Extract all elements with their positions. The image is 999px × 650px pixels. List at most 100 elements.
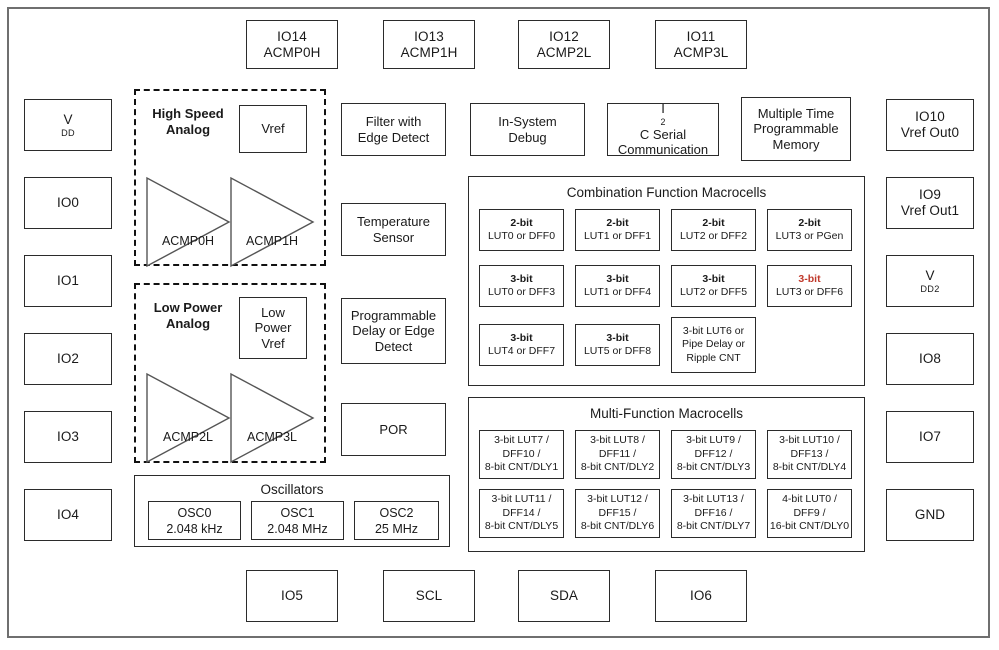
multi-macrocell-lut11-line3: 8-bit CNT/DLY5: [484, 520, 559, 533]
macrocell-3bit-lut3-dff6[interactable]: 3-bit LUT3 or DFF6: [767, 265, 852, 307]
block-in-system-debug-line1: In-System: [498, 114, 557, 130]
low-power-vref-line3: Vref: [261, 335, 285, 351]
pad-io2[interactable]: IO2: [24, 333, 112, 385]
multi-function-macrocells-container: Multi-Function Macrocells 3-bit LUT7 / D…: [468, 397, 865, 552]
pad-vdd-subscript: DD: [61, 127, 75, 138]
block-in-system-debug[interactable]: In-System Debug: [470, 103, 585, 156]
multi-macrocell-lut9-line1: 3-bit LUT9 /: [686, 434, 741, 447]
oscillator-osc0-name: OSC0: [177, 505, 212, 520]
pad-io13[interactable]: IO13 ACMP1H: [383, 20, 475, 69]
pad-io6[interactable]: IO6: [655, 570, 747, 622]
multi-macrocell-lut13-line2: DFF16 /: [694, 506, 733, 519]
comparator-acmp0h-label: ACMP0H: [161, 234, 215, 248]
pad-io9[interactable]: IO9 Vref Out1: [886, 177, 974, 229]
oscillators-container: Oscillators OSC0 2.048 kHz OSC1 2.048 MH…: [134, 475, 450, 547]
oscillator-osc2[interactable]: OSC2 25 MHz: [354, 501, 439, 540]
pad-io14-line2: ACMP0H: [263, 44, 321, 60]
multi-macrocell-lut9-dff12[interactable]: 3-bit LUT9 / DFF12 / 8-bit CNT/DLY3: [671, 430, 756, 479]
macrocell-3bit-lut5-dff8[interactable]: 3-bit LUT5 or DFF8: [575, 324, 660, 366]
block-temperature-sensor[interactable]: Temperature Sensor: [341, 203, 446, 256]
macrocell-3bit-lut4-dff7[interactable]: 3-bit LUT4 or DFF7: [479, 324, 564, 366]
vref-block[interactable]: Vref: [239, 105, 307, 153]
macrocell-2bit-lut2-dff2[interactable]: 2-bit LUT2 or DFF2: [671, 209, 756, 251]
multi-macrocell-lut7-dff10[interactable]: 3-bit LUT7 / DFF10 / 8-bit CNT/DLY1: [479, 430, 564, 479]
block-mtp-memory[interactable]: Multiple Time Programmable Memory: [741, 97, 851, 161]
block-filter-edge-detect-line2: Edge Detect: [357, 129, 430, 145]
block-filter-edge-detect-line1: Filter with: [365, 114, 422, 130]
multi-macrocell-4bit-line2: DFF9 /: [793, 506, 826, 519]
comparator-acmp3l[interactable]: ACMP3L: [229, 372, 315, 468]
pad-io3[interactable]: IO3: [24, 411, 112, 463]
block-i2c-serial-line2: Communication: [617, 142, 709, 158]
macrocell-2bit-lut2-dff2-header: 2-bit: [702, 216, 725, 229]
block-filter-edge-detect[interactable]: Filter with Edge Detect: [341, 103, 446, 156]
block-por[interactable]: POR: [341, 403, 446, 456]
multi-macrocell-lut11-line2: DFF14 /: [502, 506, 541, 519]
pad-io8[interactable]: IO8: [886, 333, 974, 385]
multi-macrocell-lut11-dff14[interactable]: 3-bit LUT11 / DFF14 / 8-bit CNT/DLY5: [479, 489, 564, 538]
macrocell-2bit-lut0-dff0[interactable]: 2-bit LUT0 or DFF0: [479, 209, 564, 251]
pad-io11[interactable]: IO11 ACMP3L: [655, 20, 747, 69]
macrocell-3bit-lut0-dff3[interactable]: 3-bit LUT0 or DFF3: [479, 265, 564, 307]
combination-macrocells-title: Combination Function Macrocells: [566, 185, 767, 200]
macrocell-3bit-lut2-dff5[interactable]: 3-bit LUT2 or DFF5: [671, 265, 756, 307]
pad-io14[interactable]: IO14 ACMP0H: [246, 20, 338, 69]
comparator-triangle-icon: [230, 176, 315, 268]
pad-io1-label: IO1: [56, 273, 80, 289]
multi-macrocell-lut12-dff15[interactable]: 3-bit LUT12 / DFF15 / 8-bit CNT/DLY6: [575, 489, 660, 538]
oscillator-osc1[interactable]: OSC1 2.048 MHz: [251, 501, 344, 540]
macrocell-3bit-lut6-pipe-delay[interactable]: 3-bit LUT6 or Pipe Delay or Ripple CNT: [671, 317, 756, 373]
macrocell-3bit-lut1-dff4[interactable]: 3-bit LUT1 or DFF4: [575, 265, 660, 307]
low-power-vref-block[interactable]: Low Power Vref: [239, 297, 307, 359]
high-speed-analog-title-line1: High Speed: [152, 106, 224, 121]
pad-scl-label: SCL: [415, 588, 443, 604]
multi-macrocell-lut8-dff11[interactable]: 3-bit LUT8 / DFF11 / 8-bit CNT/DLY2: [575, 430, 660, 479]
low-power-vref-line2: Power: [254, 320, 292, 336]
multi-macrocell-lut12-line2: DFF15 /: [598, 506, 637, 519]
pad-io5[interactable]: IO5: [246, 570, 338, 622]
block-programmable-delay-line3: Detect: [374, 338, 413, 354]
i2c-superscript: 2: [660, 116, 666, 127]
pad-vdd2-subscript: DD2: [920, 283, 940, 294]
macrocell-2bit-lut3-pgen[interactable]: 2-bit LUT3 or PGen: [767, 209, 852, 251]
macrocell-3bit-lut0-dff3-header: 3-bit: [510, 272, 533, 285]
multi-macrocell-lut10-dff13[interactable]: 3-bit LUT10 / DFF13 / 8-bit CNT/DLY4: [767, 430, 852, 479]
pad-io12[interactable]: IO12 ACMP2L: [518, 20, 610, 69]
pad-io9-line1: IO9: [918, 187, 942, 203]
pad-io10[interactable]: IO10 Vref Out0: [886, 99, 974, 151]
pad-io0[interactable]: IO0: [24, 177, 112, 229]
pad-gnd[interactable]: GND: [886, 489, 974, 541]
macrocell-2bit-lut1-dff1[interactable]: 2-bit LUT1 or DFF1: [575, 209, 660, 251]
comparator-acmp0h[interactable]: ACMP0H: [145, 176, 231, 272]
pad-io1[interactable]: IO1: [24, 255, 112, 307]
multi-macrocell-lut13-line1: 3-bit LUT13 /: [683, 493, 744, 506]
comparator-triangle-icon: [230, 372, 315, 464]
block-programmable-delay[interactable]: Programmable Delay or Edge Detect: [341, 298, 446, 364]
macrocell-2bit-lut3-pgen-header: 2-bit: [798, 216, 821, 229]
macrocell-2bit-lut1-dff1-header: 2-bit: [606, 216, 629, 229]
macrocell-3bit-lut2-dff5-header: 3-bit: [702, 272, 725, 285]
pad-io4[interactable]: IO4: [24, 489, 112, 541]
multi-macrocell-lut13-dff16[interactable]: 3-bit LUT13 / DFF16 / 8-bit CNT/DLY7: [671, 489, 756, 538]
multi-function-macrocells-title: Multi-Function Macrocells: [589, 406, 744, 421]
multi-macrocell-4bit-line3: 16-bit CNT/DLY0: [769, 520, 850, 533]
pad-io7[interactable]: IO7: [886, 411, 974, 463]
comparator-acmp1h[interactable]: ACMP1H: [229, 176, 315, 272]
multi-macrocell-4bit-line1: 4-bit LUT0 /: [782, 493, 837, 506]
comparator-acmp2l[interactable]: ACMP2L: [145, 372, 231, 468]
macrocell-3bit-lut6-line2: Pipe Delay or: [681, 338, 746, 351]
pad-scl[interactable]: SCL: [383, 570, 475, 622]
multi-macrocell-4bit-lut0-dff9[interactable]: 4-bit LUT0 / DFF9 / 16-bit CNT/DLY0: [767, 489, 852, 538]
oscillator-osc2-name: OSC2: [379, 505, 414, 520]
pad-io11-line2: ACMP3L: [673, 44, 729, 60]
pad-io13-line2: ACMP1H: [400, 44, 458, 60]
pad-sda[interactable]: SDA: [518, 570, 610, 622]
macrocell-2bit-lut1-dff1-detail: LUT1 or DFF1: [583, 230, 652, 242]
pad-io7-label: IO7: [918, 429, 942, 445]
oscillator-osc0[interactable]: OSC0 2.048 kHz: [148, 501, 241, 540]
